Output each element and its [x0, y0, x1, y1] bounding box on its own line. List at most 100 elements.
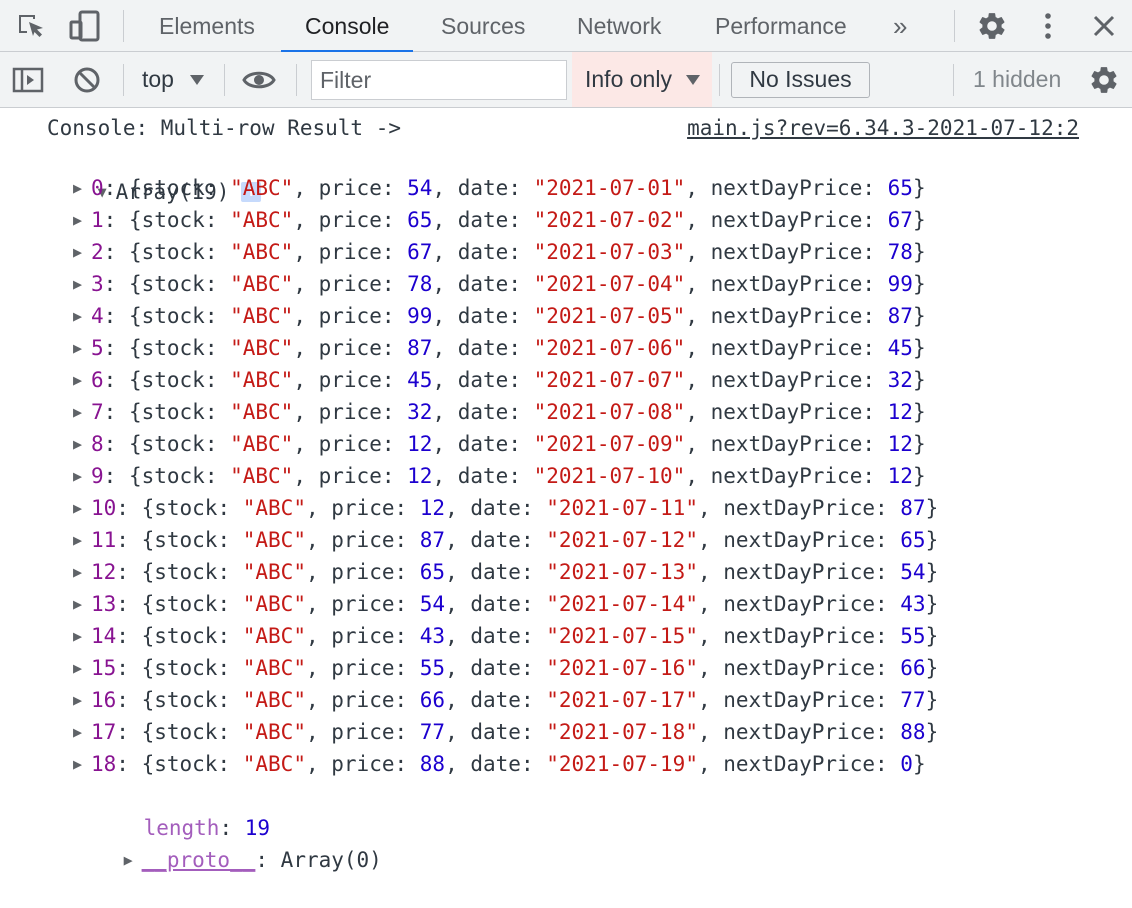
console-settings-icon[interactable]: [1088, 64, 1120, 96]
expand-triangle-icon[interactable]: ▶: [73, 243, 83, 261]
array-row[interactable]: ▶7: {stock: "ABC", price: 32, date: "202…: [73, 396, 926, 428]
kebab-menu-icon[interactable]: [1038, 10, 1058, 42]
array-header[interactable]: ▼Array(19)i: [47, 144, 262, 204]
date-value: "2021-07-10": [533, 464, 686, 488]
expand-triangle-icon[interactable]: ▶: [73, 755, 83, 773]
array-row[interactable]: ▶1: {stock: "ABC", price: 65, date: "202…: [73, 204, 926, 236]
price-key: price: [331, 720, 395, 744]
stock-key: stock: [154, 560, 218, 584]
array-row[interactable]: ▶17: {stock: "ABC", price: 77, date: "20…: [73, 716, 938, 748]
expand-triangle-icon[interactable]: ▶: [73, 275, 83, 293]
eye-icon[interactable]: [242, 67, 276, 93]
price-value: 88: [419, 752, 446, 776]
source-link[interactable]: main.js?rev=6.34.3-2021-07-12:2: [687, 116, 1079, 140]
clear-console-icon[interactable]: [73, 66, 101, 94]
next-day-price-value: 12: [887, 432, 913, 456]
length-key: length: [143, 816, 220, 840]
expand-triangle-icon[interactable]: ▶: [73, 723, 83, 741]
tab-performance[interactable]: Performance: [715, 13, 847, 39]
date-key: date: [457, 304, 509, 328]
expand-triangle-icon[interactable]: ▶: [73, 499, 83, 517]
date-key: date: [470, 560, 521, 584]
context-selector[interactable]: top: [142, 52, 205, 107]
more-tabs-button[interactable]: »: [893, 11, 908, 41]
next-day-price-key: nextDayPrice: [710, 368, 863, 392]
array-row[interactable]: ▶14: {stock: "ABC", price: 43, date: "20…: [73, 620, 938, 652]
next-day-price-value: 67: [887, 208, 913, 232]
date-value: "2021-07-18": [546, 720, 698, 744]
array-row[interactable]: ▶5: {stock: "ABC", price: 87, date: "202…: [73, 332, 926, 364]
next-day-price-key: nextDayPrice: [710, 400, 863, 424]
stock-key: stock: [141, 240, 205, 264]
stock-key: stock: [141, 336, 205, 360]
expand-triangle-icon[interactable]: ▶: [73, 307, 83, 325]
array-row[interactable]: ▶11: {stock: "ABC", price: 87, date: "20…: [73, 524, 938, 556]
tab-elements[interactable]: Elements: [159, 13, 255, 39]
device-toolbar-icon[interactable]: [68, 10, 102, 42]
next-day-price-key: nextDayPrice: [723, 720, 875, 744]
row-index: 5: [91, 336, 104, 360]
expand-triangle-icon[interactable]: ▼: [97, 183, 107, 201]
array-row[interactable]: ▶4: {stock: "ABC", price: 99, date: "202…: [73, 300, 926, 332]
array-row[interactable]: ▶10: {stock: "ABC", price: 12, date: "20…: [73, 492, 938, 524]
price-value: 54: [407, 176, 433, 200]
stock-key: stock: [154, 720, 218, 744]
stock-value: "ABC": [230, 176, 294, 200]
expand-triangle-icon[interactable]: ▶: [73, 211, 83, 229]
array-row[interactable]: ▶0: {stock: "ABC", price: 54, date: "202…: [73, 172, 926, 204]
expand-triangle-icon[interactable]: ▶: [73, 179, 83, 197]
price-key: price: [331, 592, 395, 616]
array-row[interactable]: ▶12: {stock: "ABC", price: 65, date: "20…: [73, 556, 938, 588]
close-icon[interactable]: [1092, 14, 1116, 38]
row-index: 11: [91, 528, 117, 552]
array-row[interactable]: ▶2: {stock: "ABC", price: 67, date: "202…: [73, 236, 926, 268]
inspect-element-icon[interactable]: [16, 12, 48, 42]
tab-network[interactable]: Network: [577, 13, 662, 39]
array-row[interactable]: ▶18: {stock: "ABC", price: 88, date: "20…: [73, 748, 926, 780]
expand-triangle-icon[interactable]: ▶: [73, 691, 83, 709]
expand-triangle-icon[interactable]: ▶: [123, 851, 133, 869]
array-row[interactable]: ▶16: {stock: "ABC", price: 66, date: "20…: [73, 684, 938, 716]
date-value: "2021-07-19": [546, 752, 698, 776]
expand-triangle-icon[interactable]: ▶: [73, 627, 83, 645]
array-row[interactable]: ▶8: {stock: "ABC", price: 12, date: "202…: [73, 428, 926, 460]
filter-input[interactable]: [311, 60, 567, 100]
expand-triangle-icon[interactable]: ▶: [73, 435, 83, 453]
stock-value: "ABC": [230, 432, 294, 456]
stock-key: stock: [154, 688, 218, 712]
date-value: "2021-07-07": [533, 368, 686, 392]
expand-triangle-icon[interactable]: ▶: [73, 659, 83, 677]
array-row[interactable]: ▶9: {stock: "ABC", price: 12, date: "202…: [73, 460, 926, 492]
expand-triangle-icon[interactable]: ▶: [73, 467, 83, 485]
date-key: date: [457, 464, 509, 488]
stock-value: "ABC": [242, 592, 306, 616]
proto-property[interactable]: ▶__proto__: Array(0): [73, 812, 382, 872]
gear-icon[interactable]: [976, 10, 1008, 42]
array-row[interactable]: ▶13: {stock: "ABC", price: 54, date: "20…: [73, 588, 938, 620]
date-key: date: [457, 336, 509, 360]
stock-value: "ABC": [242, 560, 306, 584]
date-key: date: [457, 432, 509, 456]
stock-value: "ABC": [242, 752, 306, 776]
expand-triangle-icon[interactable]: ▶: [73, 371, 83, 389]
price-value: 87: [419, 528, 446, 552]
proto-key: __proto__: [141, 848, 256, 872]
next-day-price-value: 87: [900, 496, 926, 520]
issues-button[interactable]: No Issues: [731, 62, 870, 98]
info-icon[interactable]: i: [241, 182, 262, 202]
expand-triangle-icon[interactable]: ▶: [73, 563, 83, 581]
array-row[interactable]: ▶15: {stock: "ABC", price: 55, date: "20…: [73, 652, 938, 684]
sidebar-toggle-icon[interactable]: [12, 67, 44, 93]
tab-console[interactable]: Console: [280, 0, 414, 53]
stock-key: stock: [154, 752, 218, 776]
next-day-price-value: 12: [887, 464, 913, 488]
tab-sources[interactable]: Sources: [441, 13, 526, 39]
expand-triangle-icon[interactable]: ▶: [73, 595, 83, 613]
expand-triangle-icon[interactable]: ▶: [73, 403, 83, 421]
array-row[interactable]: ▶3: {stock: "ABC", price: 78, date: "202…: [73, 268, 926, 300]
expand-triangle-icon[interactable]: ▶: [73, 339, 83, 357]
array-row[interactable]: ▶6: {stock: "ABC", price: 45, date: "202…: [73, 364, 926, 396]
next-day-price-value: 43: [900, 592, 926, 616]
log-levels-dropdown[interactable]: Info only: [572, 52, 712, 107]
expand-triangle-icon[interactable]: ▶: [73, 531, 83, 549]
